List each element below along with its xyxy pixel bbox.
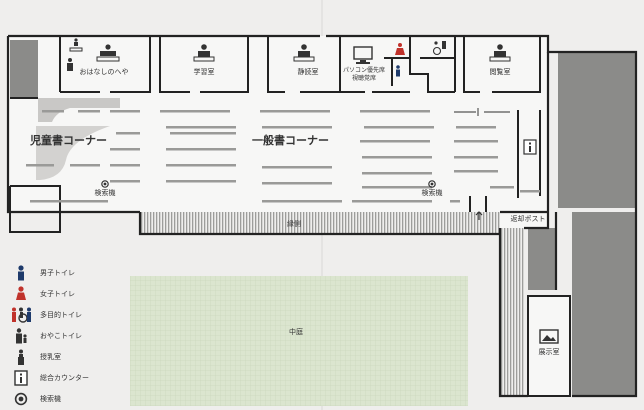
picture-icon: [539, 329, 559, 344]
main-floor: [8, 36, 548, 212]
legend-label: 男子トイレ: [40, 268, 75, 277]
room-label-etsuran: 閲覧室: [490, 67, 511, 76]
nursing-room-map-icon: [67, 58, 73, 71]
corner-label-jido: 児童書コーナー: [29, 133, 107, 147]
legend-label: 授乳室: [40, 352, 61, 361]
dark-block-right-bottom: [572, 212, 636, 396]
female-toilet-icon: [10, 285, 32, 303]
floor-return-area: [500, 212, 548, 228]
shelves: [26, 110, 540, 203]
nursing-room-icon: [10, 348, 32, 366]
male-toilet-map-icon: [396, 65, 400, 77]
legend-item-accessible-toilet: 多目的トイレ: [10, 304, 120, 325]
search-terminal-label-2: 検索機: [422, 188, 443, 197]
legend-item-info-counter: 総合カウンター: [10, 367, 120, 388]
legend-label: 多目的トイレ: [40, 310, 82, 319]
reading-person-icon: [293, 44, 315, 62]
legend-item-male-toilet: 男子トイレ: [10, 262, 120, 283]
info-counter-icon: [10, 369, 32, 387]
dark-block-right-top: [558, 52, 636, 208]
courtyard-grid: [130, 276, 468, 406]
return-post-label: 返却ポスト: [511, 214, 546, 223]
kids-rug: [38, 98, 120, 122]
search-terminal-map-icon-1: [101, 180, 109, 188]
partition-dashes: [454, 108, 510, 116]
legend-label: 女子トイレ: [40, 289, 75, 298]
dark-block-right-mid: [528, 228, 556, 290]
ohanashi-icon: [96, 44, 120, 62]
family-toilet-icon: [10, 327, 32, 345]
male-toilet-icon: [10, 264, 32, 282]
courtyard-label: 中庭: [289, 327, 303, 336]
search-terminal-icon: [10, 390, 32, 408]
exhibition-room: [527, 295, 571, 397]
legend: 男子トイレ 女子トイレ 多目的トイレ おやこトイレ 授乳室 総合カウンター: [10, 262, 120, 409]
legend-label: 検索機: [40, 394, 61, 403]
info-counter-map-icon: [523, 139, 537, 155]
room-label-seidoku: 静読室: [298, 67, 319, 76]
legend-label: おやこトイレ: [40, 331, 82, 340]
room-label-gakushu: 学習室: [194, 67, 215, 76]
accessible-toilet-map-icon: [432, 41, 446, 56]
kids-carpet: [36, 126, 110, 180]
engawa-veranda: [140, 212, 500, 234]
legend-item-search-terminal: 検索機: [10, 388, 120, 409]
veranda-stripes-right: [500, 228, 524, 396]
room-label-ohanashi: おはなしのへや: [80, 68, 129, 76]
female-toilet-map-icon: [395, 43, 405, 55]
room-label-pc2: 視聴覚席: [352, 74, 376, 82]
legend-item-female-toilet: 女子トイレ: [10, 283, 120, 304]
family-toilet-map-icon: [69, 38, 83, 52]
entrance-arrow-icon: [475, 211, 483, 220]
engawa-label: 縁側: [287, 219, 301, 228]
browsing-person-icon: [489, 44, 511, 62]
legend-item-family-toilet: おやこトイレ: [10, 325, 120, 346]
room-label-pc: パソコン優先席: [343, 66, 385, 74]
room-label-tenji: 展示室: [539, 347, 560, 356]
corner-label-ippan: 一般書コーナー: [252, 133, 329, 147]
search-terminal-map-icon-2: [428, 180, 436, 188]
room-walls: [9, 36, 541, 233]
legend-item-nursing-room: 授乳室: [10, 346, 120, 367]
legend-label: 総合カウンター: [40, 373, 89, 382]
accessible-toilet-icon: [10, 306, 32, 324]
desk-person-icon: [193, 44, 215, 62]
computer-icon: [353, 46, 373, 64]
search-terminal-label-1: 検索機: [95, 188, 116, 197]
dark-block-left: [10, 40, 38, 98]
